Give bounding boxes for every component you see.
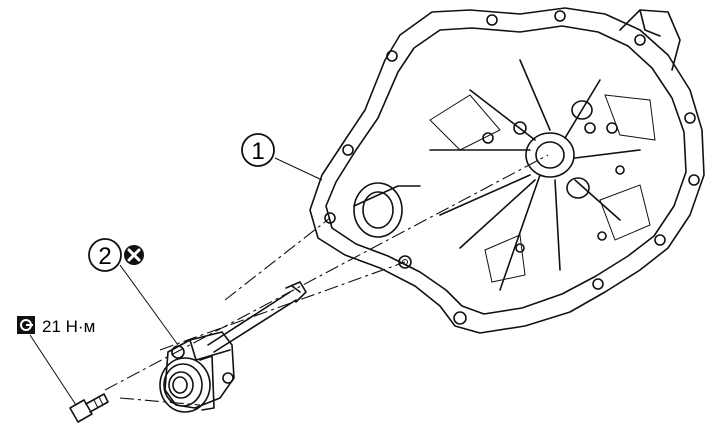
- leader-line-torque: [29, 334, 77, 406]
- concentric-slave-cylinder: [159, 281, 307, 413]
- alignment-lines: [104, 154, 549, 406]
- torque-value: 21 Н·м: [42, 317, 95, 336]
- x-circle-icon: [124, 245, 144, 265]
- callout-2-label: 2: [98, 243, 111, 270]
- callout-2: 2: [88, 238, 122, 272]
- mounting-bolt: [69, 393, 109, 423]
- callout-1: 1: [241, 133, 275, 167]
- leader-line-2: [119, 264, 179, 346]
- transmission-case: [309, 7, 705, 334]
- callout-1-label: 1: [251, 138, 264, 165]
- torque-wrench-icon: [17, 316, 35, 334]
- leader-line-1: [274, 157, 323, 181]
